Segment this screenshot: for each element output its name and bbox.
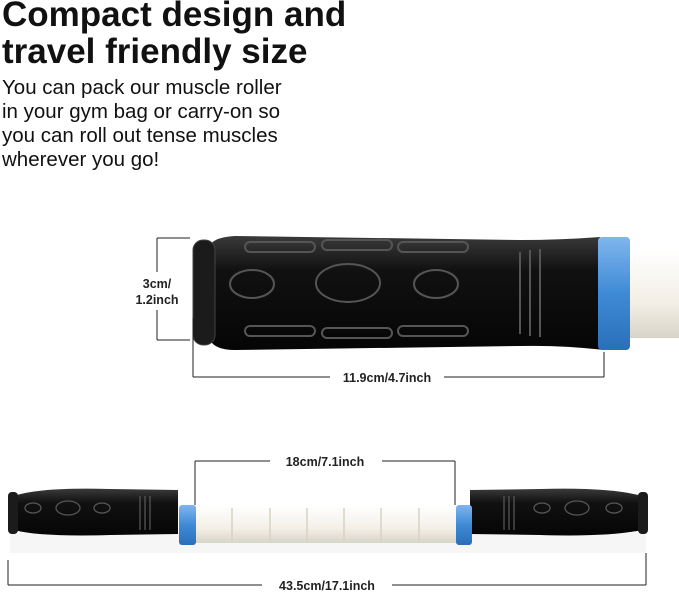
handle-diameter-label: 3cm/	[143, 277, 172, 291]
description-line: You can pack our muscle roller	[2, 76, 282, 99]
grip-pattern	[229, 239, 541, 339]
description: You can pack our muscle roller in your g…	[2, 76, 342, 172]
roller-segments	[231, 508, 420, 542]
roller-core	[195, 507, 457, 543]
right-end-cap	[638, 492, 648, 534]
roller-section-length-label: 18cm/7.1inch	[286, 455, 365, 469]
right-handle	[470, 488, 642, 536]
total-length-label: 43.5cm/17.1inch	[279, 579, 375, 593]
right-blue-ring	[456, 505, 472, 545]
handle-closeup	[192, 236, 679, 350]
dimension-lines-full	[7, 460, 647, 586]
description-line: wherever you go!	[2, 148, 160, 171]
headline-line-2: travel friendly size	[2, 32, 308, 71]
blue-ring	[598, 237, 630, 350]
handle-end-cap	[192, 239, 216, 346]
handle-length-label: 11.9cm/4.7inch	[343, 371, 431, 385]
handle-diameter-label-inch: 1.2inch	[135, 293, 178, 307]
dimension-lines-closeup	[156, 237, 605, 378]
headline-line-1: Compact design and	[2, 0, 347, 34]
description-line: you can roll out tense muscles	[2, 124, 278, 147]
full-roller	[8, 488, 648, 553]
left-blue-ring	[179, 505, 196, 545]
handle-body	[210, 236, 605, 350]
description-line: in your gym bag or carry-on so	[2, 100, 281, 123]
headline: Compact design and travel friendly size	[2, 0, 346, 70]
grip-pattern-small	[24, 496, 623, 530]
left-end-cap	[8, 492, 18, 534]
